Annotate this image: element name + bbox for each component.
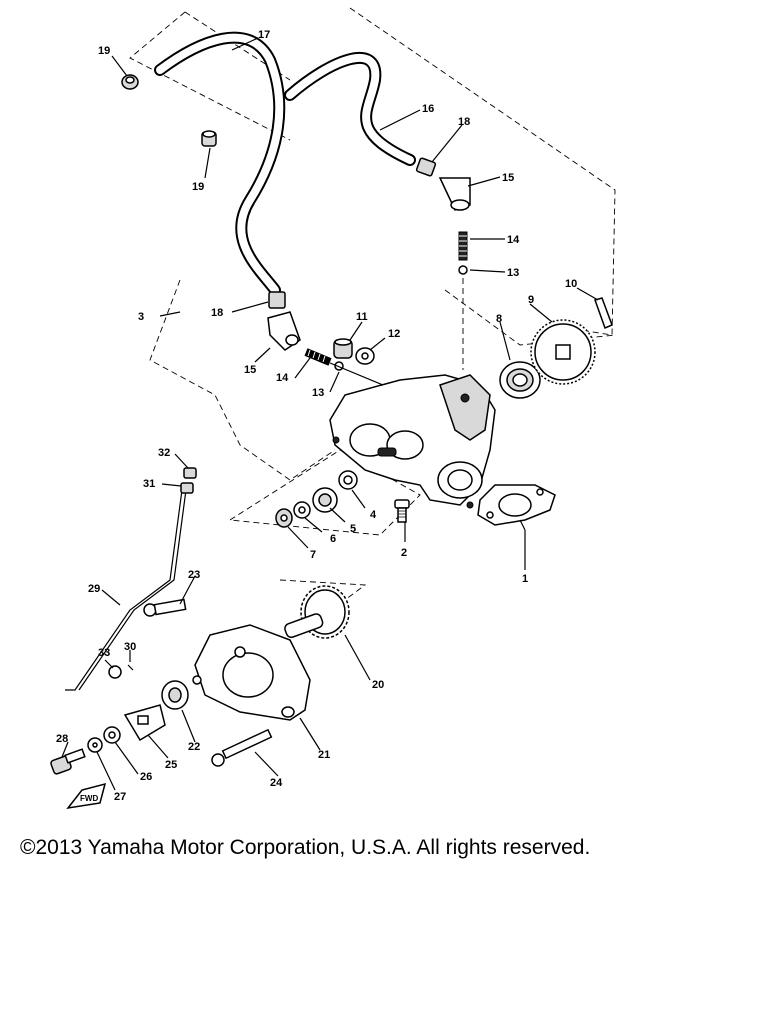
parts-exploded-diagram: FWD (50, 7, 616, 810)
callout-20: 20 (372, 679, 384, 691)
dowel-pin (192, 675, 202, 685)
copyright-notice: ©2013 Yamaha Motor Corporation, U.S.A. A… (20, 836, 591, 859)
pump-cover-21 (194, 624, 311, 721)
callout-22: 22 (188, 741, 200, 753)
leader-lines (61, 37, 599, 791)
callout-9: 9 (528, 294, 534, 306)
pin-30 (127, 664, 134, 671)
callout-2: 2 (401, 547, 407, 559)
callout-6: 6 (330, 533, 336, 545)
callout-26: 26 (140, 771, 152, 783)
bearing-8 (499, 361, 541, 399)
gear-9 (530, 319, 596, 385)
dashed-outline-upper (129, 7, 616, 601)
callout-14-vertical: 14 (507, 234, 520, 246)
callout-8: 8 (496, 313, 502, 325)
washer-33 (108, 665, 122, 679)
clamp-19-top (121, 74, 139, 90)
callout-15-right: 15 (502, 172, 514, 184)
callout-24: 24 (270, 777, 283, 789)
callout-32: 32 (158, 447, 170, 459)
washer-6 (293, 501, 311, 519)
callout-13-diagonal: 13 (312, 387, 324, 399)
callout-18-right: 18 (458, 116, 470, 128)
callout-4: 4 (370, 509, 377, 521)
screw-23 (143, 598, 187, 617)
callout-5: 5 (350, 523, 356, 535)
callout-12: 12 (388, 328, 400, 340)
nut-32 (183, 467, 197, 479)
elbow-fitting-15-right (438, 177, 471, 211)
callout-31: 31 (143, 478, 155, 490)
elbow-fitting-15-left (267, 311, 301, 351)
callout-11: 11 (356, 311, 368, 323)
washer-4 (338, 470, 358, 490)
gasket-1 (477, 484, 556, 526)
ball-13-vertical (458, 265, 468, 275)
callout-18-left: 18 (211, 307, 223, 319)
plug-11 (333, 338, 353, 359)
hose-16 (284, 51, 416, 166)
adjust-rod-29 (65, 489, 187, 691)
cam-plate-25 (123, 704, 166, 742)
callout-7: 7 (310, 549, 316, 561)
washer-27 (87, 737, 103, 753)
fitting-18-right (415, 157, 437, 177)
callout-17: 17 (258, 29, 270, 41)
callout-27: 27 (114, 791, 126, 803)
pump-body (329, 374, 496, 509)
callout-28: 28 (56, 733, 68, 745)
callout-1: 1 (522, 573, 528, 585)
callout-16: 16 (422, 103, 434, 115)
oil-seal-22 (161, 680, 189, 710)
fwd-arrow-icon: FWD (66, 782, 107, 810)
callout-29: 29 (88, 583, 100, 595)
callout-14-diagonal: 14 (276, 372, 289, 384)
callout-13-vertical: 13 (507, 267, 519, 279)
washer-12 (355, 347, 375, 365)
callout-30: 30 (124, 641, 136, 653)
key-10 (594, 297, 613, 330)
seal-5 (312, 487, 338, 513)
hose-17 (154, 31, 286, 296)
callout-23: 23 (188, 569, 200, 581)
clamp-19-lower (201, 130, 217, 147)
fwd-label: FWD (80, 794, 98, 803)
callout-3: 3 (138, 311, 144, 323)
fitting-18-left (268, 291, 286, 309)
bolt-2 (394, 499, 410, 523)
nut-7 (275, 508, 293, 528)
callout-25: 25 (165, 759, 177, 771)
callout-10: 10 (565, 278, 577, 290)
drive-gear-20 (284, 585, 350, 639)
callout-labels: 19 17 19 16 18 15 14 13 10 9 8 3 18 11 1… (56, 29, 577, 803)
callout-15-left: 15 (244, 364, 256, 376)
bolt-28 (50, 748, 86, 775)
callout-33: 33 (98, 647, 110, 659)
washer-26 (103, 726, 121, 744)
spring-14-diagonal (304, 348, 332, 366)
spring-14-vertical (458, 231, 468, 261)
callout-21: 21 (318, 749, 330, 761)
callout-19-top: 19 (98, 45, 110, 57)
callout-19-lower: 19 (192, 181, 204, 193)
bolt-24 (211, 728, 273, 767)
nut-31 (180, 482, 194, 494)
